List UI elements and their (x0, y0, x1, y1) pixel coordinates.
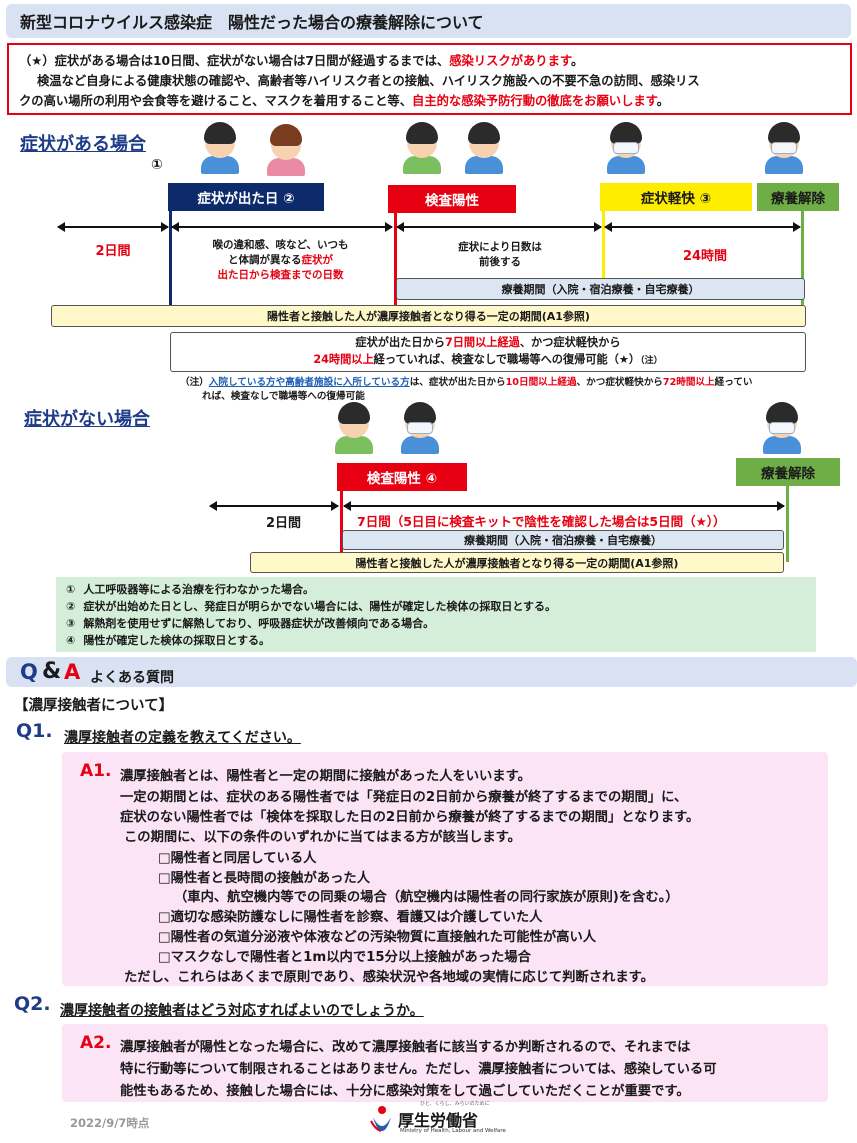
a1-condition: □陽性者と長時間の接触があった人 (158, 871, 371, 886)
asym-two-days-label: 2日間 (266, 516, 302, 531)
asym-contact-band: 陽性者と接触した人が濃厚接触者となり得る一定の期間(A1参照) (250, 552, 784, 573)
page-title: 新型コロナウイルス感染症 陽性だった場合の療養解除について (20, 13, 484, 32)
contact-period-band: 陽性者と接触した人が濃厚接触者となり得る一定の期間(A1参照) (51, 305, 806, 327)
symptom-improve-label: 症状軽快 ③ (600, 183, 752, 211)
asymptomatic-heading: 症状がない場合 (24, 409, 150, 430)
mhlw-logo-icon (370, 1106, 391, 1132)
a2-line: 能性もあるため、接触した場合には、十分に感染対策をして過ごしていただくことが重要… (120, 1084, 690, 1099)
a1-condition: □陽性者と同居している人 (158, 851, 317, 866)
q2-number: Q2. (14, 993, 51, 1015)
onset-day-label: 症状が出た日 ② (168, 183, 324, 211)
a1-line: ただし、これらはあくまで原則であり、感染状況や各地域の実情に応じて判断されます。 (124, 970, 654, 985)
asym-positive-label: 検査陽性 ④ (337, 463, 467, 491)
a1-condition: □適切な感染防護なしに陽性者を診察、看護又は介護していた人 (158, 910, 543, 925)
masked-patient-icon (398, 402, 442, 454)
masked-person-released-2-icon (760, 402, 804, 454)
asym-positive-vline (340, 490, 343, 562)
q2-text: 濃厚接触者の接触者はどう対応すればよいのでしょうか。 (60, 1003, 424, 1019)
a2-line: 特に行動等について制限されることはありません。ただし、濃厚接触者については、感染… (120, 1062, 717, 1077)
onset-note: 喉の違和感、咳など、いつも と体調が異なる症状が 出た日から検査までの日数 (212, 239, 349, 281)
qa-q-letter: Q (20, 660, 38, 684)
inpatient-note: （注）入院している方や高齢者施設に入所している方は、症状が出た日から10日間以上… (180, 377, 753, 402)
as-of-date: 2022/9/7時点 (70, 1116, 150, 1130)
positive-note: 症状により日数は 前後する (458, 241, 542, 268)
pos-arrow (396, 222, 602, 232)
treatment-period-band: 療養期間（入院・宿泊療養・自宅療養） (396, 278, 805, 300)
masked-person-released-icon (762, 122, 806, 174)
person-feverish-icon (264, 124, 308, 176)
doctor-testing-icon (400, 122, 444, 174)
a1-box (62, 752, 828, 986)
release-vline (801, 210, 804, 305)
return-to-work-band: 症状が出た日から7日間以上経過、かつ症状軽快から 24時間以上経っていれば、検査… (170, 332, 806, 372)
a2-number: A2. (80, 1033, 112, 1053)
release-label: 療養解除 (757, 183, 839, 211)
asym-treatment-band: 療養期間（入院・宿泊療養・自宅療養） (342, 530, 784, 550)
patient-tested-icon (462, 122, 506, 174)
q1-text: 濃厚接触者の定義を教えてください。 (64, 730, 301, 746)
a1-line: 一定の期間とは、症状のある陽性者では「発症日の2日前から療養が終了するまでの期間… (120, 790, 688, 805)
masked-person-icon (604, 122, 648, 174)
qa-amp: & (42, 659, 62, 684)
mhlw-english-name: Ministry of Health, Labour and Welfare (400, 1128, 506, 1134)
person-symptom-icon (198, 122, 242, 174)
onset-vline (169, 210, 172, 326)
a1-condition: □マスクなしで陽性者と1m以内で15分以上接触があった場合 (158, 950, 531, 965)
a1-line: この期間に、以下の条件のいずれかに当てはまる方が該当します。 (124, 830, 521, 845)
asym-release-vline (786, 486, 789, 562)
asym-two-days-arrow (209, 501, 339, 511)
asym-seven-days-label: 7日間（5日目に検査キットで陰性を確認した場合は5日間（★）） (357, 514, 726, 529)
asym-release-label: 療養解除 (736, 458, 840, 486)
warning-box: （★）症状がある場合は10日間、症状がない場合は7日間が経過するまでは、感染リス… (7, 43, 852, 115)
a1-number: A1. (80, 761, 112, 781)
a1-condition-note: （車内、航空機内等での同乗の場合（航空機内は陽性者の同行家族が原則)を含む。） (174, 890, 679, 905)
q1-number: Q1. (16, 720, 53, 742)
hours-24-label: 24時間 (682, 249, 728, 264)
mhlw-name: 厚生労働省 (398, 1111, 479, 1130)
improve-vline (602, 210, 605, 280)
warning-line-3: クの高い場所の利用や会食等を避けること、マスクを着用すること等、自主的な感染予防… (19, 94, 670, 108)
a2-box (62, 1024, 828, 1102)
symptomatic-heading-marker: ① (151, 157, 163, 173)
a1-line: 症状のない陽性者では「検体を採取した日の2日前から療養が終了するまでの期間」とな… (120, 810, 700, 825)
warning-line-1: （★）症状がある場合は10日間、症状がない場合は7日間が経過するまでは、感染リス… (19, 54, 584, 68)
asym-seven-days-arrow (343, 501, 785, 511)
symptomatic-heading: 症状がある場合 (20, 134, 146, 155)
mhlw-tagline: ひと、くらし、みらいのために (420, 1101, 490, 1107)
qa-bar (6, 657, 857, 687)
positive-vline (394, 210, 397, 326)
a1-line: 濃厚接触者とは、陽性者と一定の期間に接触があった人をいいます。 (120, 769, 531, 784)
qa-category: 【濃厚接触者について】 (14, 698, 174, 714)
qa-heading: よくある質問 (90, 670, 174, 686)
warning-line-2: 検温など自身による健康状態の確認や、高齢者等ハイリスク者との接触、ハイリスク施設… (37, 74, 700, 88)
onset-arrow (171, 222, 393, 232)
a1-condition: □陽性者の気道分泌液や体液などの汚染物質に直接触れた可能性が高い人 (158, 930, 597, 945)
qa-a-letter: A (64, 660, 81, 684)
hours-arrow (604, 222, 801, 232)
doctor-testing-2-icon (332, 402, 376, 454)
title-bar (6, 4, 851, 38)
a2-line: 濃厚接触者が陽性となった場合に、改めて濃厚接触者に該当するか判断されるので、それ… (120, 1040, 691, 1055)
two-days-label: 2日間 (95, 244, 131, 259)
two-days-arrow (57, 222, 169, 232)
positive-test-label: 検査陽性 (388, 185, 516, 213)
